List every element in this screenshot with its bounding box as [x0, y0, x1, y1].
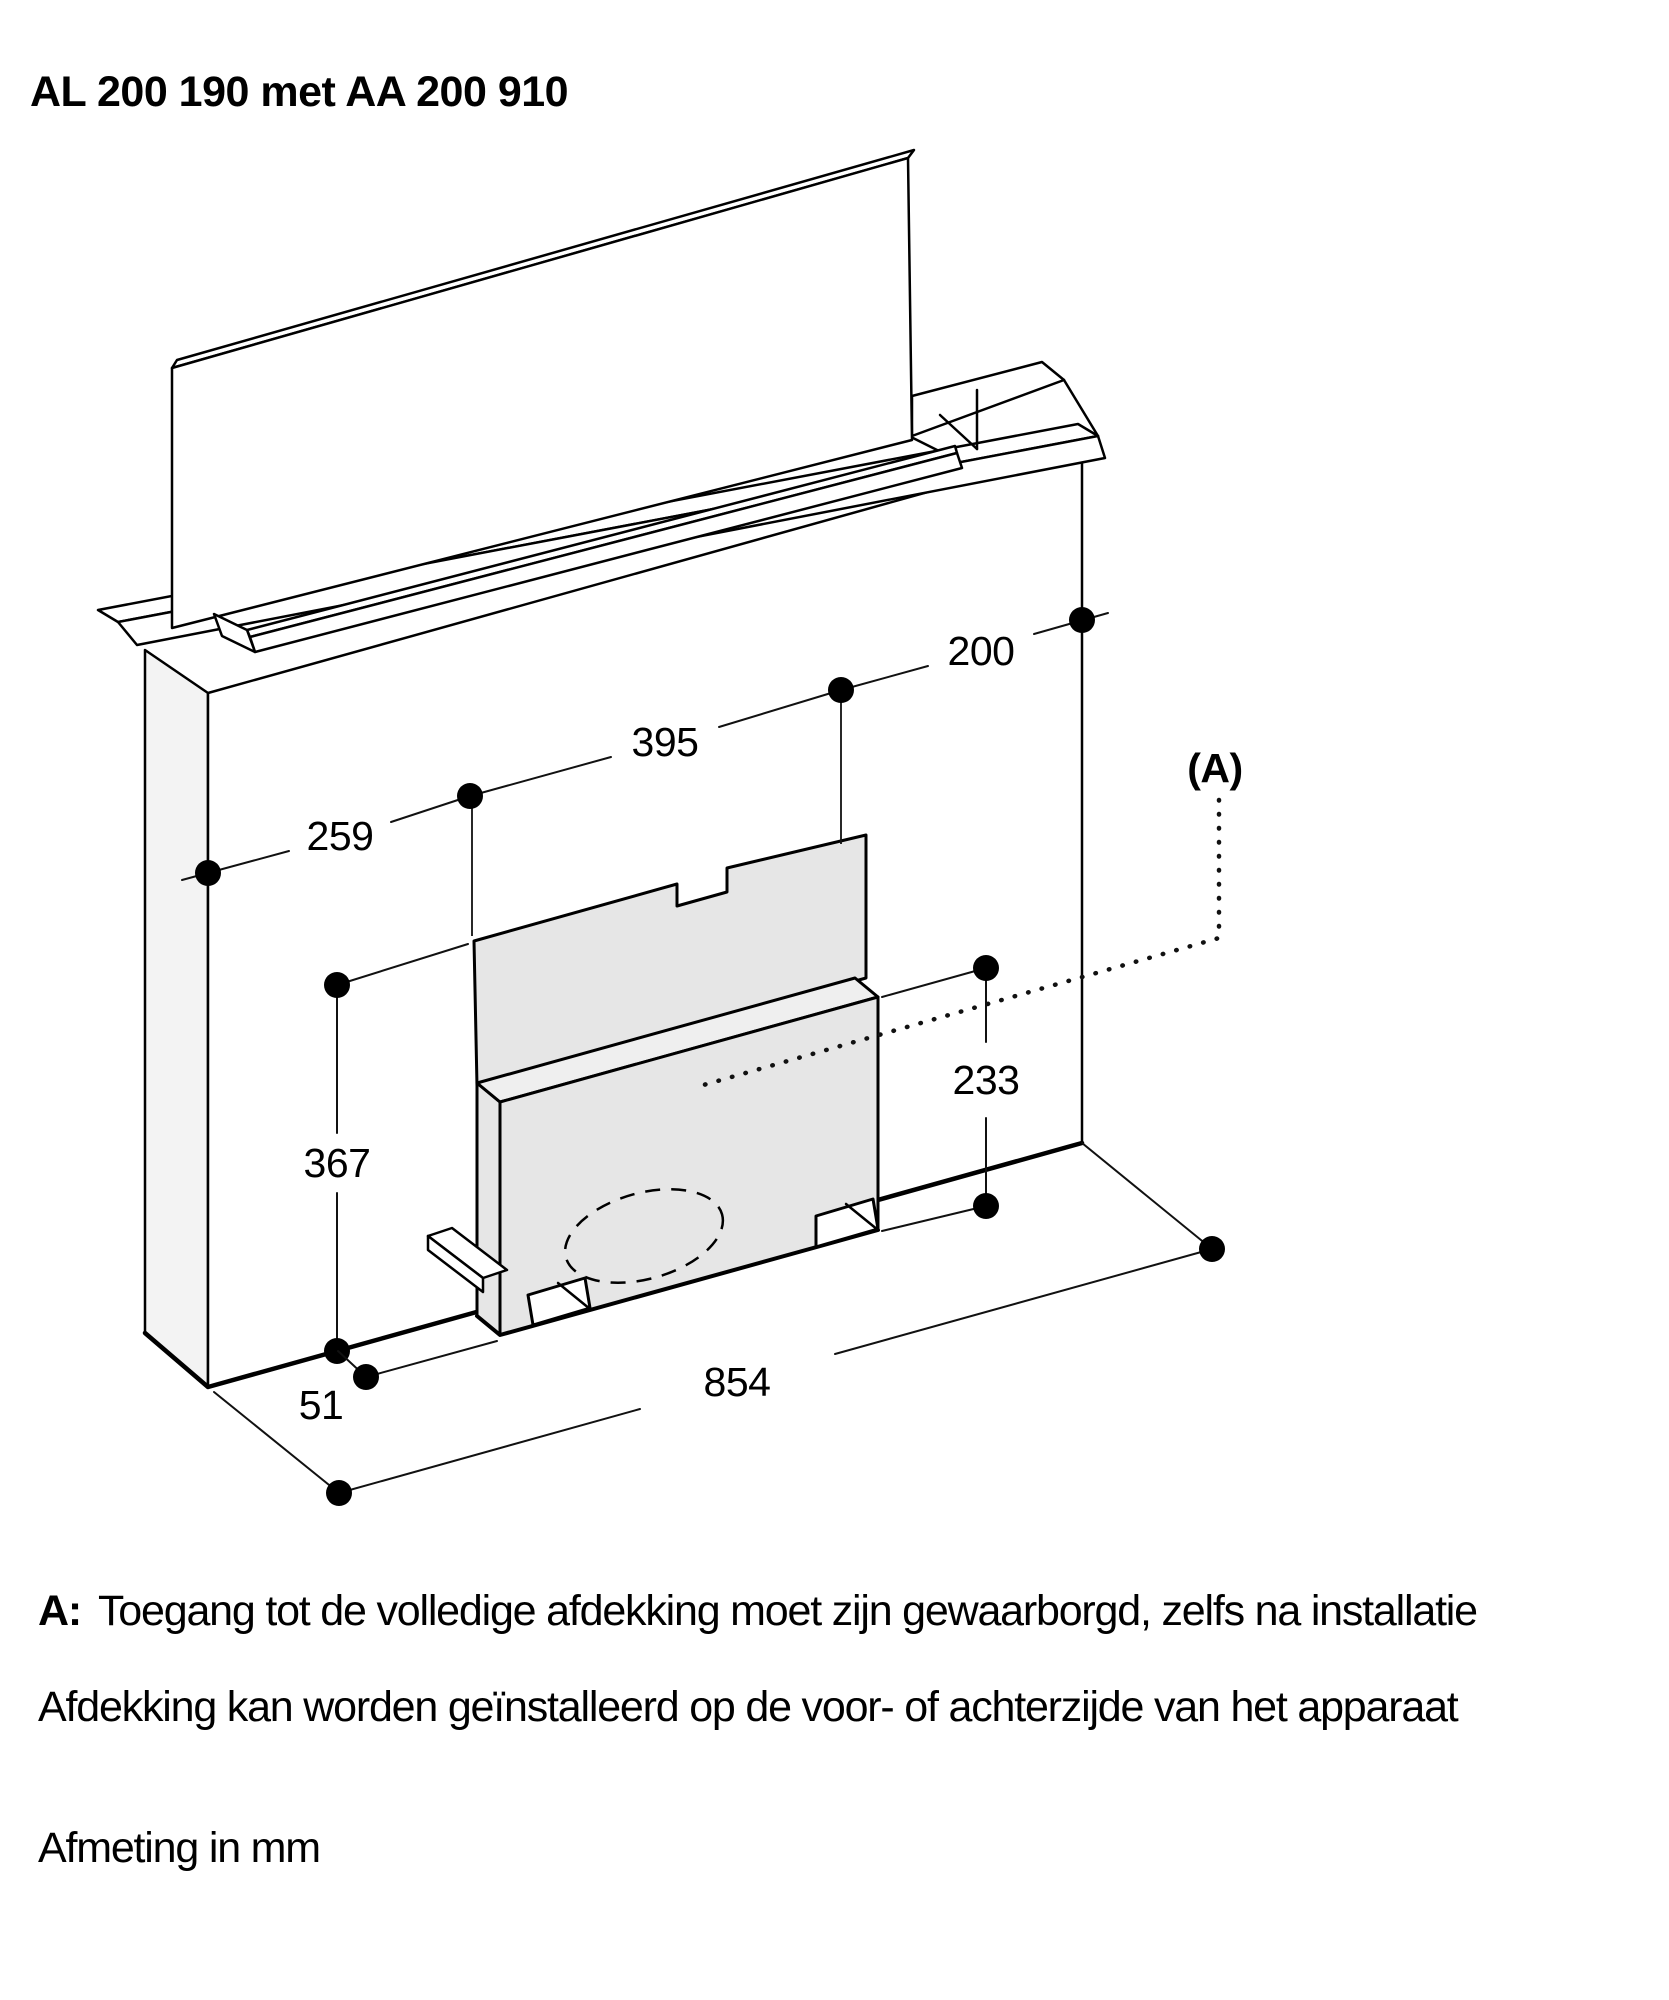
page-title: AL 200 190 met AA 200 910 — [30, 68, 568, 116]
note-a-text: Toegang tot de volledige afdekking moet … — [98, 1587, 1477, 1635]
note-line2: Afdekking kan worden geïnstalleerd op de… — [38, 1683, 1459, 1731]
dim-point — [195, 860, 221, 886]
dim-chain-top: 259 395 200 — [181, 607, 1109, 936]
notes-section: A: Toegang tot de volledige afdekking mo… — [38, 1587, 1478, 1872]
vent-panel-front-face — [170, 156, 914, 630]
ref-a-annotation: (A) — [697, 745, 1243, 1089]
dim-point — [973, 955, 999, 981]
dim-point — [324, 972, 350, 998]
dim-point — [326, 1480, 352, 1506]
dim-point — [973, 1193, 999, 1219]
countertop-back-strip — [910, 360, 1066, 438]
dim-point — [1069, 607, 1095, 633]
dim-233: 233 — [881, 955, 1020, 1232]
dim-label-259: 259 — [307, 813, 374, 859]
isometric-drawing — [96, 148, 1107, 1390]
dim-51: 51 — [299, 1340, 498, 1428]
note-a-prefix: A: — [38, 1587, 81, 1635]
dim-label-51: 51 — [299, 1382, 344, 1428]
dim-label-233: 233 — [953, 1057, 1020, 1103]
dim-label-854: 854 — [704, 1359, 771, 1405]
mounting-bracket-right — [814, 1197, 880, 1249]
dimension-annotations: 259 395 200 367 233 51 — [181, 607, 1243, 1506]
countertop-right-endcap-line — [1062, 378, 1100, 438]
slot-floor-line-1 — [938, 413, 979, 451]
mounting-bracket-left — [526, 1276, 592, 1327]
dim-point — [828, 677, 854, 703]
dim-label-367: 367 — [304, 1140, 371, 1186]
dim-point — [457, 783, 483, 809]
ref-label-a: (A) — [1187, 745, 1242, 791]
dim-label-395: 395 — [632, 719, 699, 765]
left-mounting-flange — [426, 1226, 509, 1294]
dim-367: 367 — [304, 943, 469, 1364]
air-outlet-ellipse — [563, 1188, 725, 1284]
blower-unit-side-face — [475, 1081, 502, 1337]
blower-unit-bottom-edge — [475, 1228, 880, 1337]
dim-label-200: 200 — [948, 628, 1015, 674]
units-note: Afmeting in mm — [38, 1824, 320, 1872]
cabinet-wall-side-face — [143, 648, 210, 1389]
dim-854: 854 — [213, 1142, 1225, 1506]
ref-a-dotted-leader — [697, 797, 1222, 1089]
dim-point — [1199, 1236, 1225, 1262]
dim-point — [353, 1364, 379, 1390]
slot-trim-left-endcap — [212, 612, 257, 654]
